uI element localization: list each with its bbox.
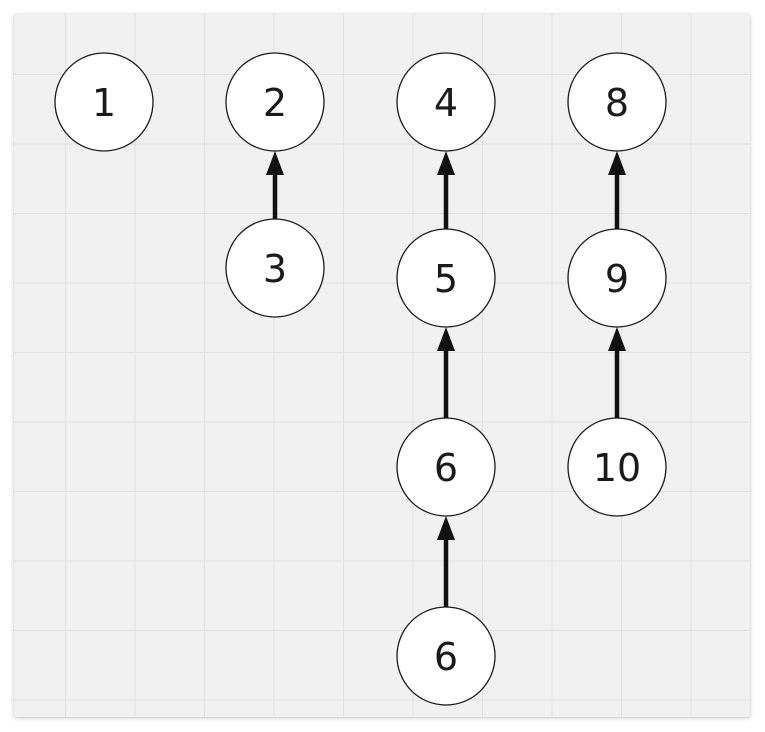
node-circle: [396, 417, 496, 517]
node-label: 10: [593, 446, 641, 490]
node-circle: [567, 228, 667, 328]
node-n10[interactable]: 10: [567, 417, 667, 517]
edge-n3-to-n2: [266, 151, 284, 219]
node-label: 3: [263, 247, 287, 291]
edges-layer: [266, 151, 626, 607]
node-label: 2: [263, 81, 287, 125]
node-circle: [54, 52, 154, 152]
nodes-layer: 1 2 3 4 5 6 6 8 9 10: [54, 52, 667, 706]
node-label: 5: [434, 257, 458, 301]
node-n3[interactable]: 3: [225, 218, 325, 318]
node-label: 8: [605, 81, 629, 125]
edge-n9-to-n8: [608, 151, 626, 229]
edge-n10-to-n9: [608, 327, 626, 418]
node-label: 4: [434, 81, 458, 125]
arrowhead-icon: [437, 516, 455, 540]
edge-n6a-to-n5: [437, 327, 455, 418]
node-n4[interactable]: 4: [396, 52, 496, 152]
arrowhead-icon: [437, 327, 455, 351]
node-n8[interactable]: 8: [567, 52, 667, 152]
node-n5[interactable]: 5: [396, 228, 496, 328]
node-circle: [396, 52, 496, 152]
arrowhead-icon: [437, 151, 455, 175]
arrowhead-icon: [266, 151, 284, 175]
node-circle: [225, 218, 325, 318]
node-circle: [567, 417, 667, 517]
node-circle: [396, 228, 496, 328]
node-label: 1: [92, 81, 116, 125]
node-label: 6: [434, 635, 458, 679]
node-label: 9: [605, 257, 629, 301]
edge-n6b-to-n6a: [437, 516, 455, 607]
edge-n5-to-n4: [437, 151, 455, 229]
node-n2[interactable]: 2: [225, 52, 325, 152]
node-circle: [396, 606, 496, 706]
node-n6a[interactable]: 6: [396, 417, 496, 517]
node-circle: [567, 52, 667, 152]
node-n6b[interactable]: 6: [396, 606, 496, 706]
node-n1[interactable]: 1: [54, 52, 154, 152]
node-circle: [225, 52, 325, 152]
node-n9[interactable]: 9: [567, 228, 667, 328]
arrowhead-icon: [608, 151, 626, 175]
node-label: 6: [434, 446, 458, 490]
arrowhead-icon: [608, 327, 626, 351]
